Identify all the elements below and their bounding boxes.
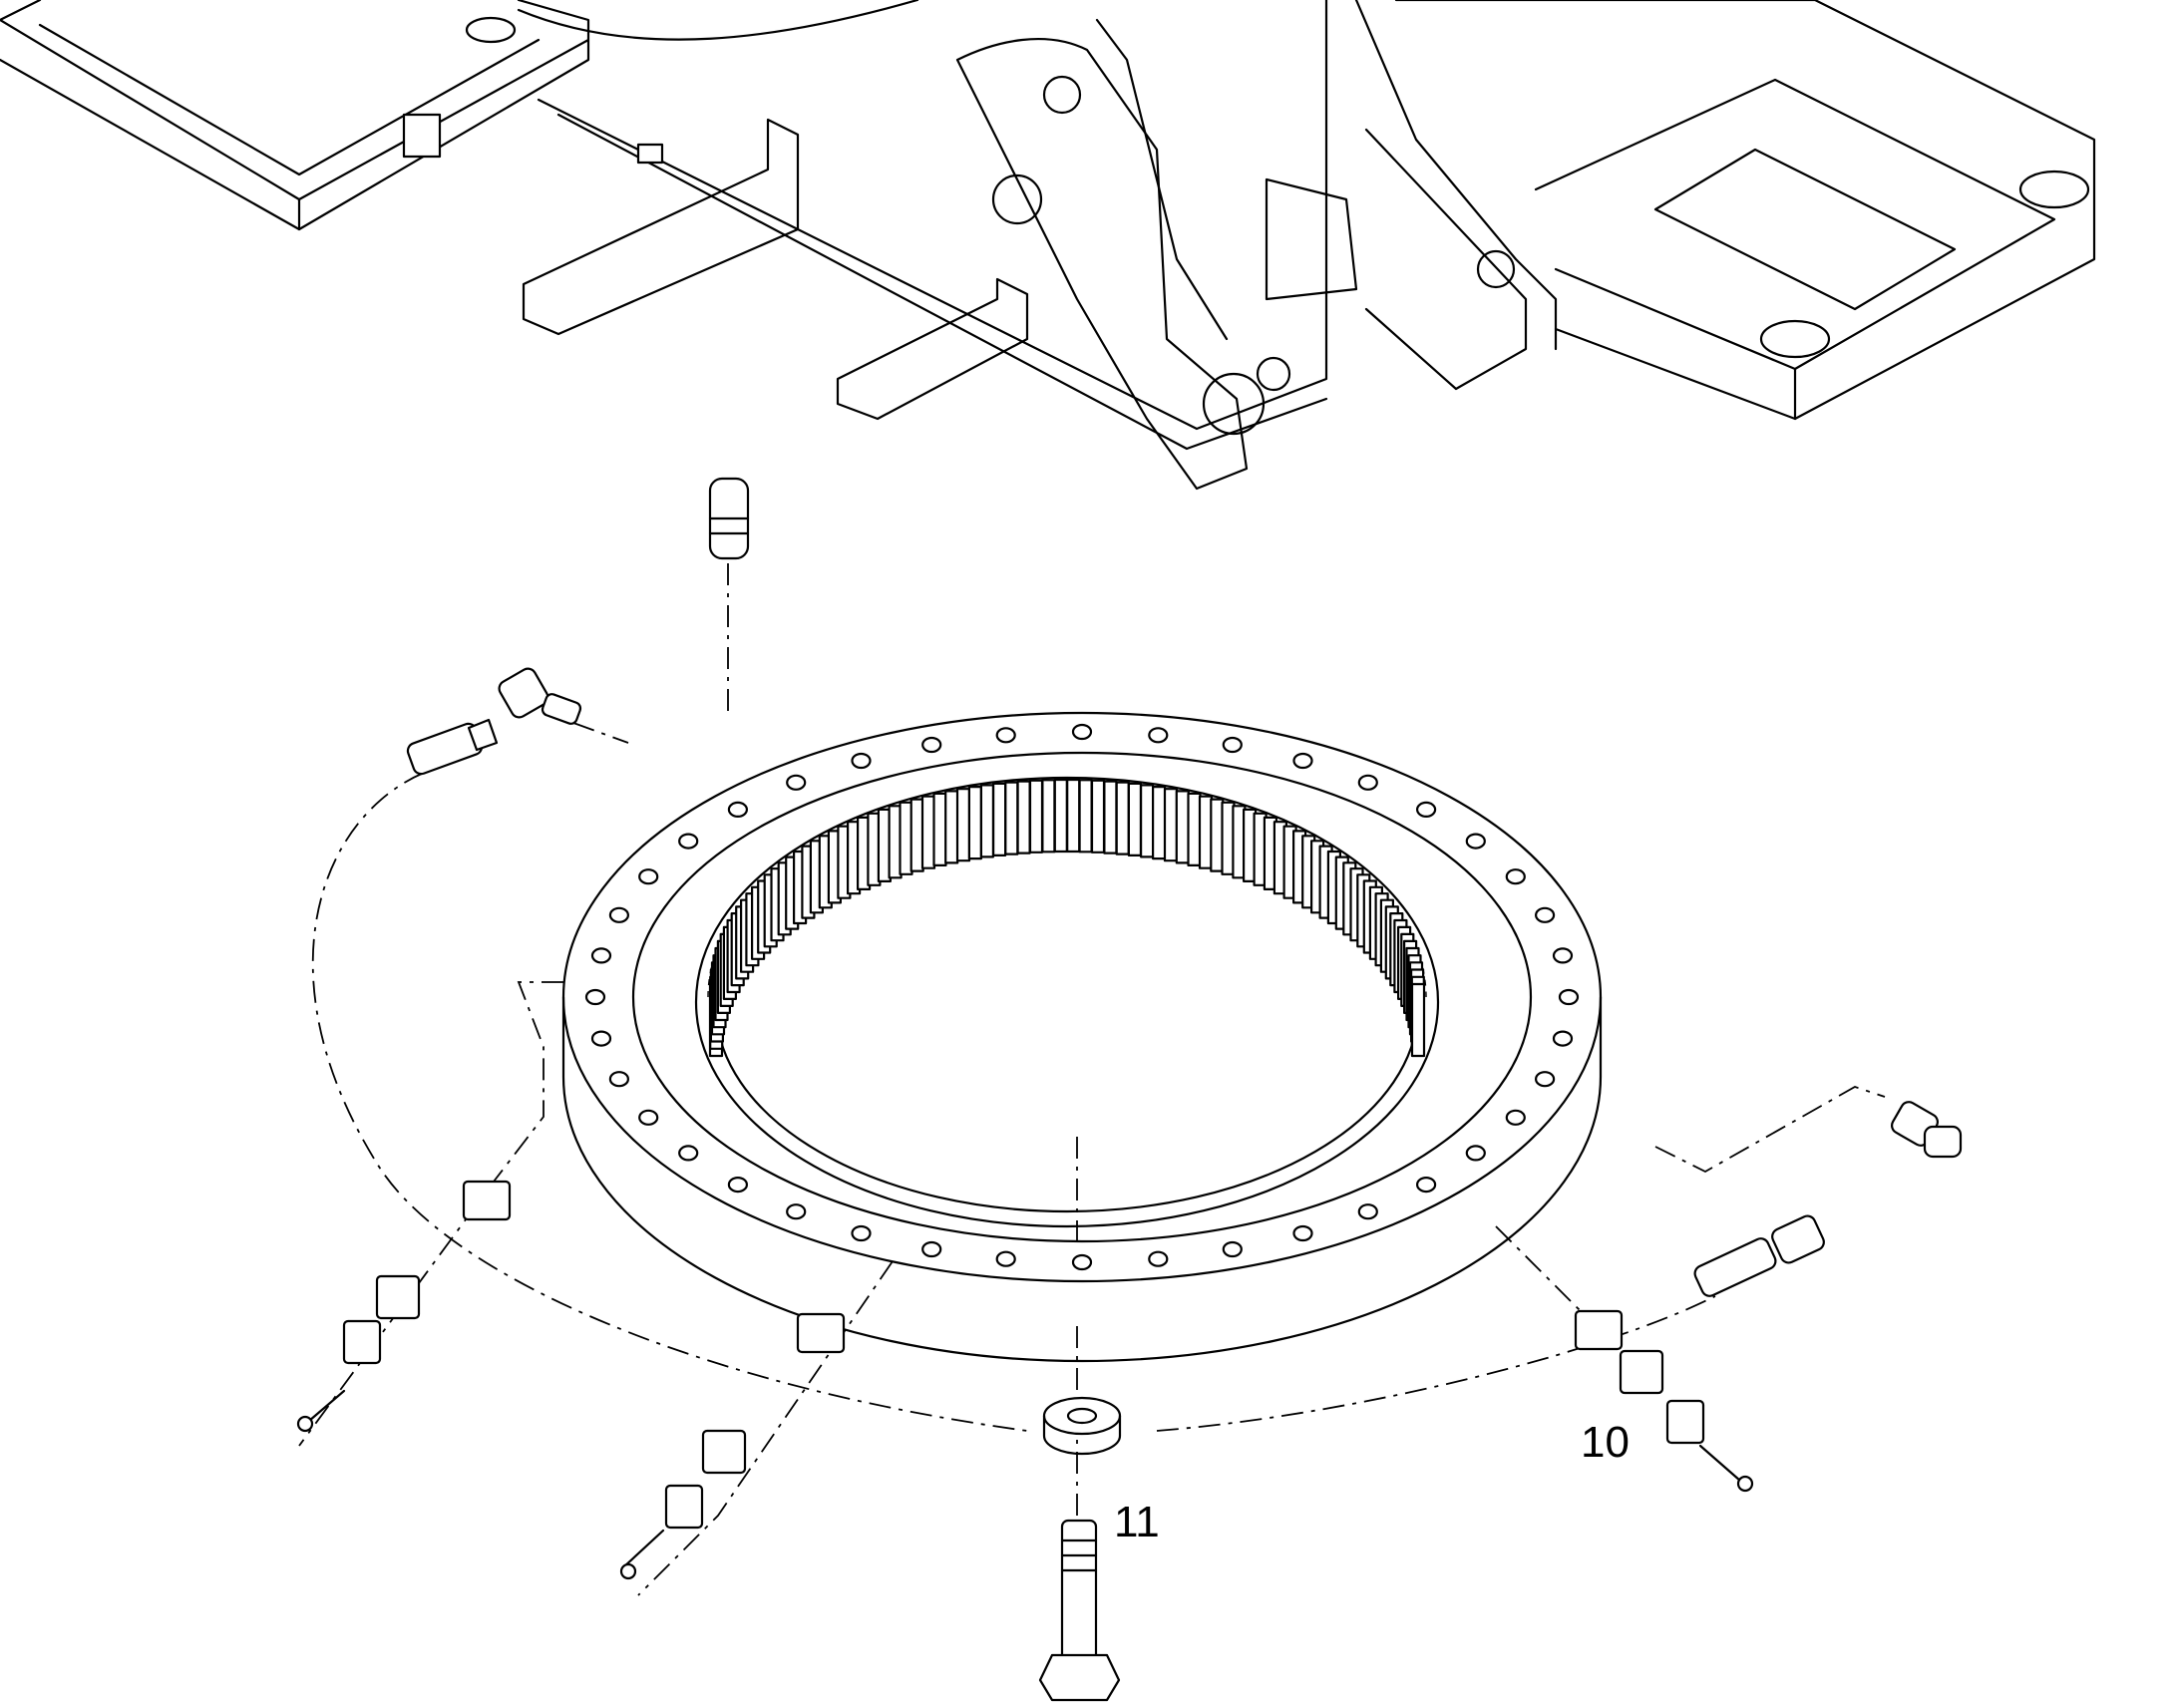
mounting-hole	[727, 801, 749, 819]
dowel-pin	[708, 477, 750, 560]
gear-tooth	[991, 782, 1007, 857]
mounting-hole	[995, 727, 1016, 744]
gear-tooth	[1139, 784, 1155, 858]
mounting-hole	[921, 736, 942, 754]
leader-lines	[298, 563, 1886, 1596]
washer	[1042, 1396, 1122, 1456]
mounting-hole	[851, 752, 872, 770]
mounting-hole	[1465, 833, 1486, 850]
gear-tooth	[955, 788, 971, 862]
gear-tooth	[979, 784, 995, 858]
mounting-hole	[638, 1109, 659, 1126]
mounting-hole	[995, 1250, 1016, 1267]
mounting-hole	[590, 1030, 612, 1047]
gear-tooth	[1016, 780, 1031, 854]
callout-part-10: 10	[1581, 1418, 1630, 1467]
slewing-ring-bearing	[561, 711, 1603, 1363]
mounting-hole	[608, 1071, 630, 1088]
gear-tooth	[967, 785, 983, 860]
mounting-hole	[1552, 1030, 1574, 1047]
mounting-hole	[1357, 774, 1378, 791]
cap-screws	[296, 1389, 1754, 1580]
mounting-hole	[1292, 752, 1313, 770]
mounting-hole	[1534, 1071, 1556, 1088]
gear-tooth	[1066, 778, 1081, 854]
gear-tooth	[1151, 785, 1167, 860]
gear-tooth	[1041, 779, 1056, 854]
mounting-hole	[1465, 1145, 1486, 1162]
mounting-hole	[1415, 1176, 1437, 1194]
mounting-hole	[1558, 988, 1580, 1006]
gear-tooth	[1115, 781, 1130, 855]
clamp-blocks	[342, 1180, 1705, 1530]
mounting-hole	[1222, 736, 1243, 754]
gear-tooth	[1175, 790, 1190, 864]
grease-fitting-right	[1891, 1101, 1963, 1159]
gear-tooth	[1053, 778, 1068, 854]
gear-tooth	[1004, 781, 1019, 855]
mounting-hole	[786, 774, 807, 791]
mounting-hole	[1071, 1253, 1093, 1271]
mounting-hole	[727, 1176, 749, 1194]
gear-tooth	[1163, 788, 1179, 862]
gear-tooth	[932, 792, 947, 867]
mounting-hole	[1415, 801, 1437, 819]
grease-fitting-tee	[498, 667, 582, 725]
mounting-hole	[1505, 868, 1526, 885]
upper-frame-structure	[0, 0, 2096, 491]
gear-tooth	[1028, 779, 1044, 854]
mounting-hole	[678, 833, 699, 850]
mounting-hole	[1292, 1224, 1313, 1242]
mounting-hole	[1505, 1109, 1526, 1126]
gear-tooth	[1410, 982, 1426, 1058]
mounting-hole	[1148, 727, 1169, 744]
gear-tooth	[1187, 792, 1202, 867]
mounting-hole	[584, 988, 606, 1006]
hex-bolt	[1038, 1519, 1121, 1702]
mounting-hole	[786, 1203, 807, 1220]
gear-tooth	[944, 790, 959, 864]
gear-tooth	[1127, 782, 1143, 857]
mounting-hole	[1534, 906, 1556, 923]
mounting-hole	[1357, 1203, 1378, 1220]
grease-adapter-left	[406, 718, 499, 776]
mounting-hole	[851, 1224, 872, 1242]
mounting-hole	[678, 1145, 699, 1162]
gear-tooth	[920, 795, 936, 869]
mounting-hole	[921, 1240, 942, 1258]
mounting-hole	[638, 868, 659, 885]
gear-tooth	[1198, 795, 1214, 869]
mounting-hole	[608, 906, 630, 923]
callout-part-11: 11	[1114, 1498, 1160, 1546]
mounting-hole	[1148, 1250, 1169, 1267]
mounting-hole	[1222, 1240, 1243, 1258]
grease-adapter-right	[1693, 1214, 1825, 1297]
gear-tooth	[1078, 779, 1093, 854]
mounting-hole	[1071, 723, 1093, 741]
gear-tooth	[1090, 779, 1106, 854]
gear-tooth	[1103, 780, 1118, 854]
mounting-hole	[590, 947, 612, 964]
mounting-hole	[1552, 947, 1574, 964]
